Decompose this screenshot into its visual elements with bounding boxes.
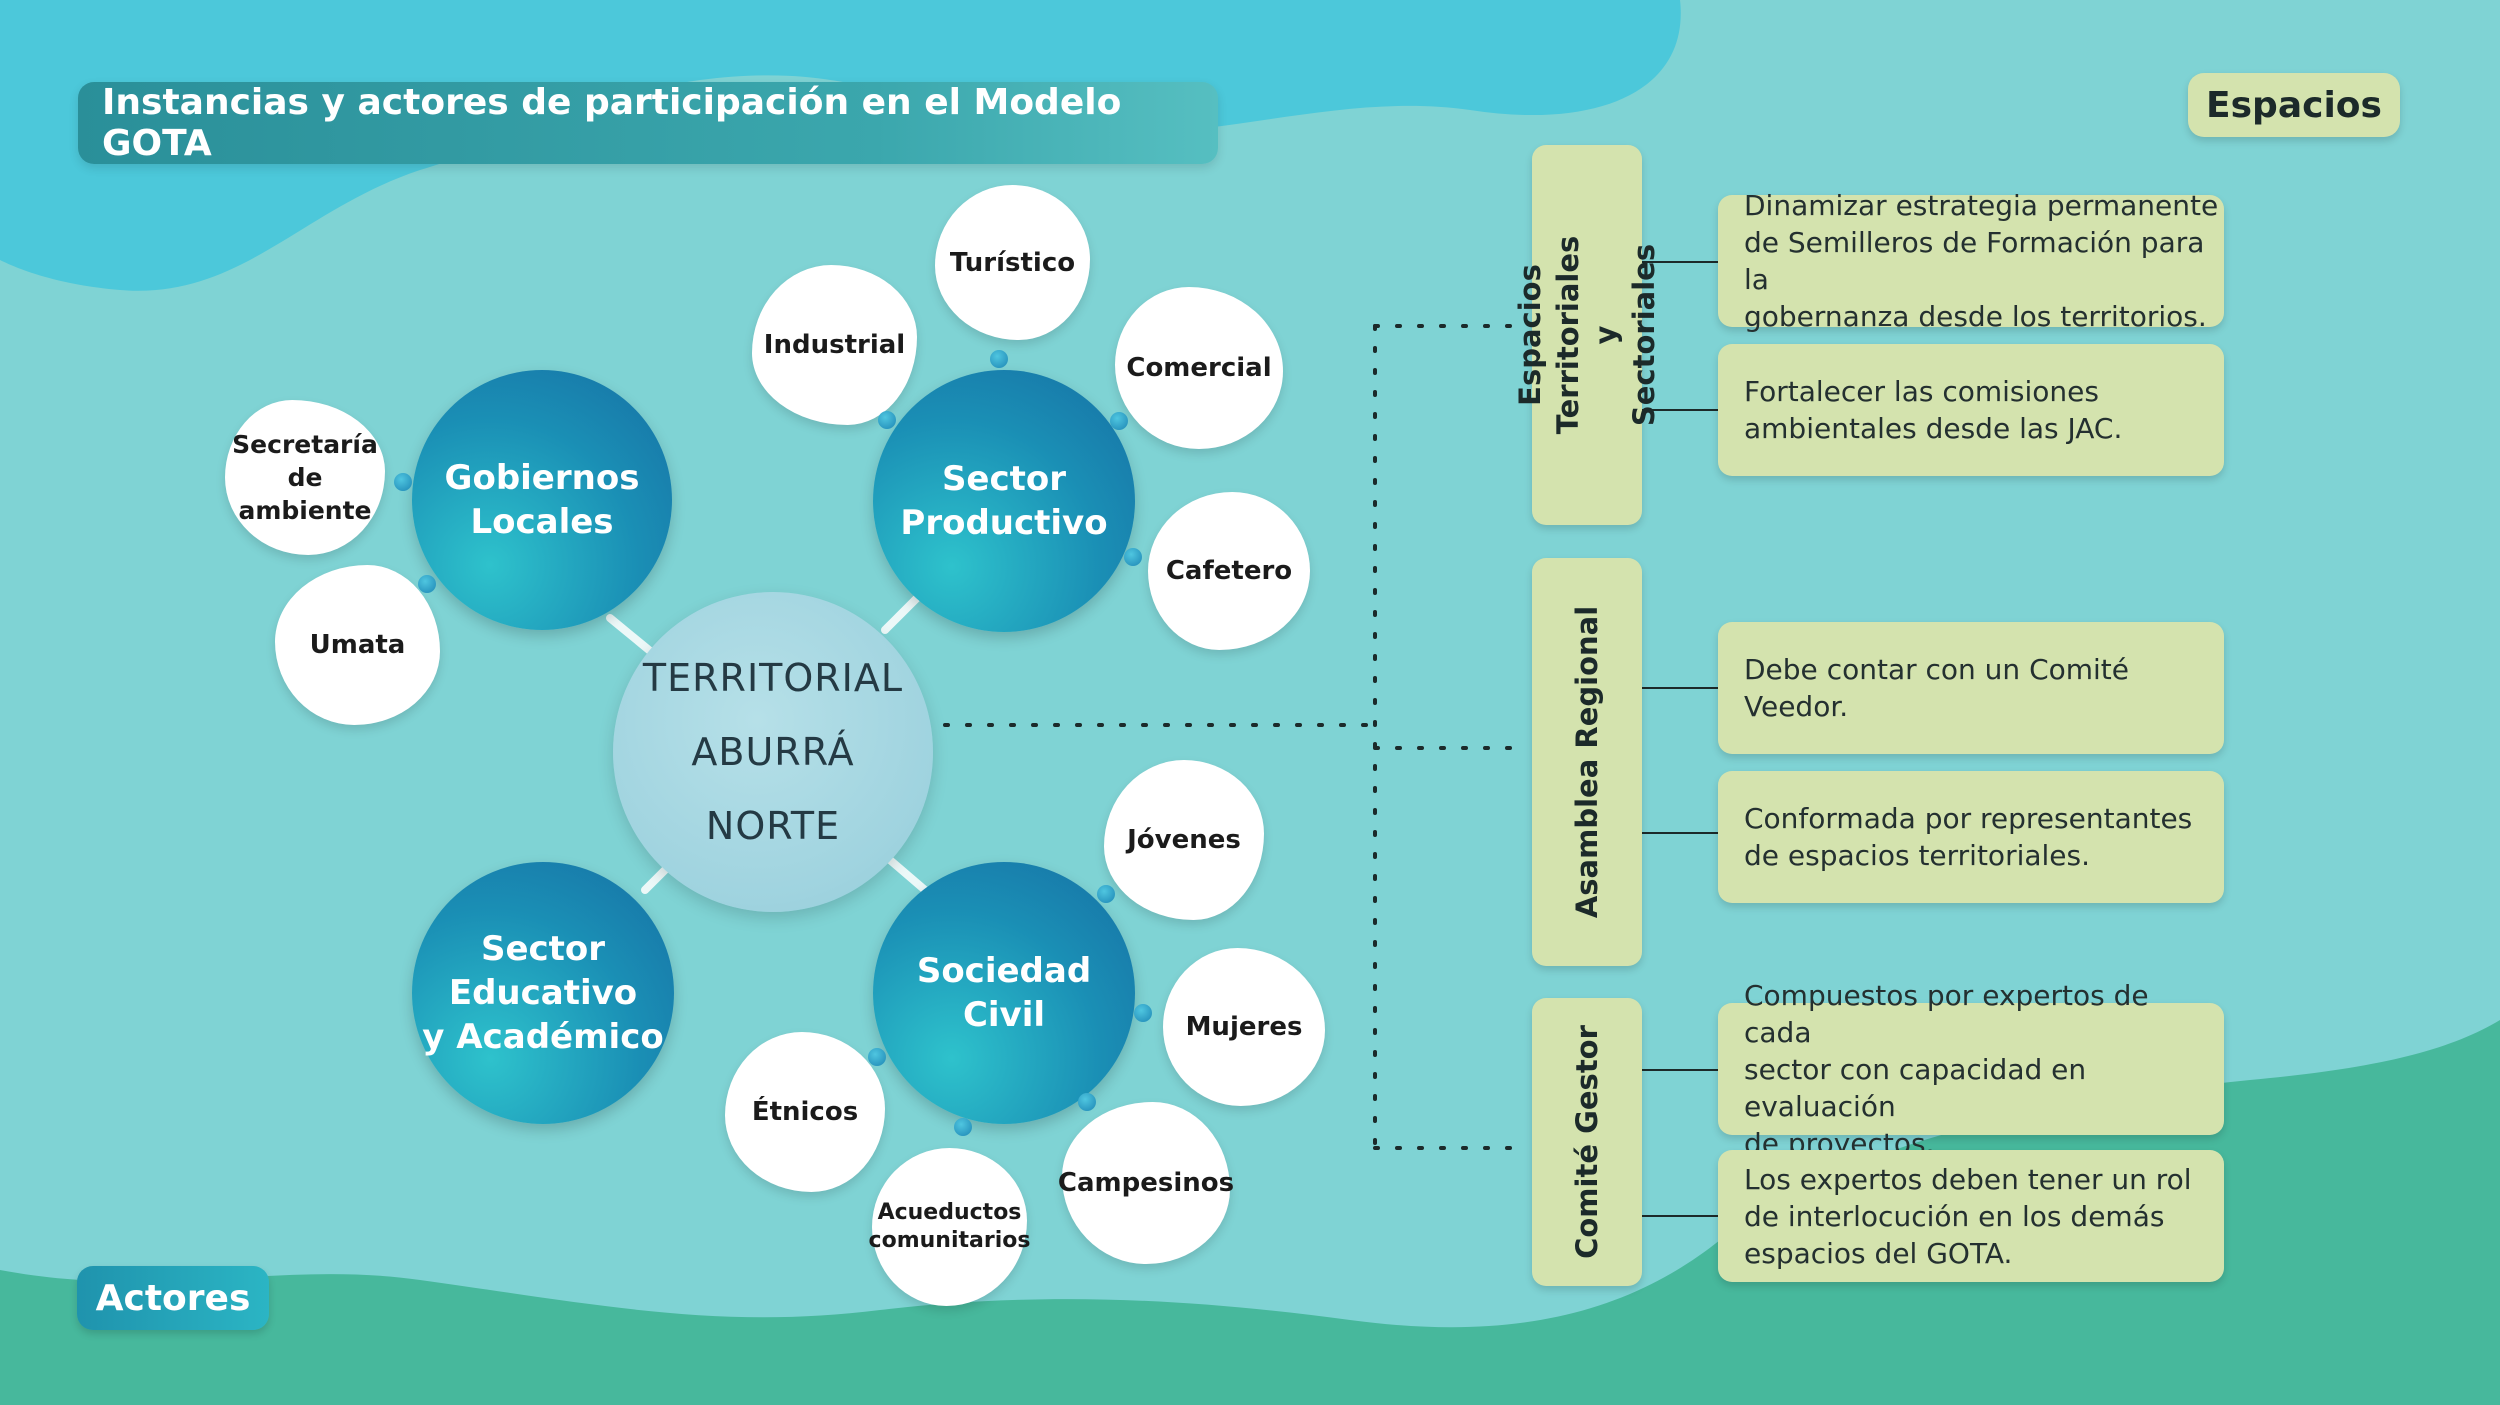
connector-dot xyxy=(1124,548,1142,566)
center-territorial-node: TERRITORIAL ABURRÁ NORTE xyxy=(613,592,933,912)
connector-dot xyxy=(1078,1093,1096,1111)
space-tab-territoriales: Espacios Territoriales y Sectoriales xyxy=(1513,145,1661,525)
actor-jovenes: Jóvenes xyxy=(1104,760,1264,920)
connector-gobiernos xyxy=(606,614,659,659)
space-card: Dinamizar estrategia permanente de Semil… xyxy=(1718,189,2224,333)
actor-etnicos: Étnicos xyxy=(725,1032,885,1192)
page-title: Instancias y actores de participación en… xyxy=(78,82,1218,164)
connector-dot xyxy=(394,473,412,491)
actor-secretaria-ambiente: Secretaría de ambiente xyxy=(225,400,385,555)
center-line-2: ABURRÁ xyxy=(691,730,855,774)
connector-civil xyxy=(886,856,929,894)
hub-sector-educativo: Sector Educativo y Académico xyxy=(412,862,674,1124)
hub-sociedad-civil: Sociedad Civil xyxy=(873,862,1135,1124)
space-tab-comite: Comité Gestor xyxy=(1532,998,1642,1286)
top-wave xyxy=(0,0,1681,291)
space-card: Conformada por representantes de espacio… xyxy=(1718,771,2224,903)
space-card: Los expertos deben tener un rol de inter… xyxy=(1718,1150,2224,1282)
actores-tag: Actores xyxy=(77,1266,269,1330)
actor-cafetero: Cafetero xyxy=(1148,492,1310,650)
card-ticks xyxy=(1642,261,1718,1217)
hub-gobiernos-locales: Gobiernos Locales xyxy=(412,370,672,630)
space-card: Fortalecer las comisiones ambientales de… xyxy=(1718,344,2224,476)
actor-comercial: Comercial xyxy=(1115,287,1283,449)
connector-dot xyxy=(868,1048,886,1066)
bottom-wave xyxy=(0,1020,2500,1405)
connector-dot xyxy=(1110,412,1128,430)
actor-umata: Umata xyxy=(275,565,440,725)
connector-dot xyxy=(954,1118,972,1136)
connector-dot xyxy=(1134,1004,1152,1022)
center-line-1: TERRITORIAL xyxy=(642,656,904,700)
connector-dot xyxy=(878,411,896,429)
connector-dot xyxy=(1097,885,1115,903)
espacios-tag: Espacios xyxy=(2188,73,2400,137)
hub-sector-productivo: Sector Productivo xyxy=(873,370,1135,632)
space-card: Compuestos por expertos de cada sector c… xyxy=(1718,979,2224,1160)
space-tab-asamblea: Asamblea Regional xyxy=(1532,558,1642,966)
actor-acueductos-comunitarios: Acueductos comunitarios xyxy=(869,1148,1030,1306)
actor-turistico: Turístico xyxy=(935,185,1090,340)
center-line-3: NORTE xyxy=(705,804,841,848)
dotted-connectors xyxy=(943,324,1512,1150)
connector-dot xyxy=(418,575,436,593)
actor-campesinos: Campesinos xyxy=(1058,1102,1234,1264)
actor-mujeres: Mujeres xyxy=(1163,948,1325,1106)
space-card: Debe contar con un Comité Veedor. xyxy=(1718,622,2224,754)
connector-dot xyxy=(990,350,1008,368)
actor-industrial: Industrial xyxy=(752,265,917,425)
